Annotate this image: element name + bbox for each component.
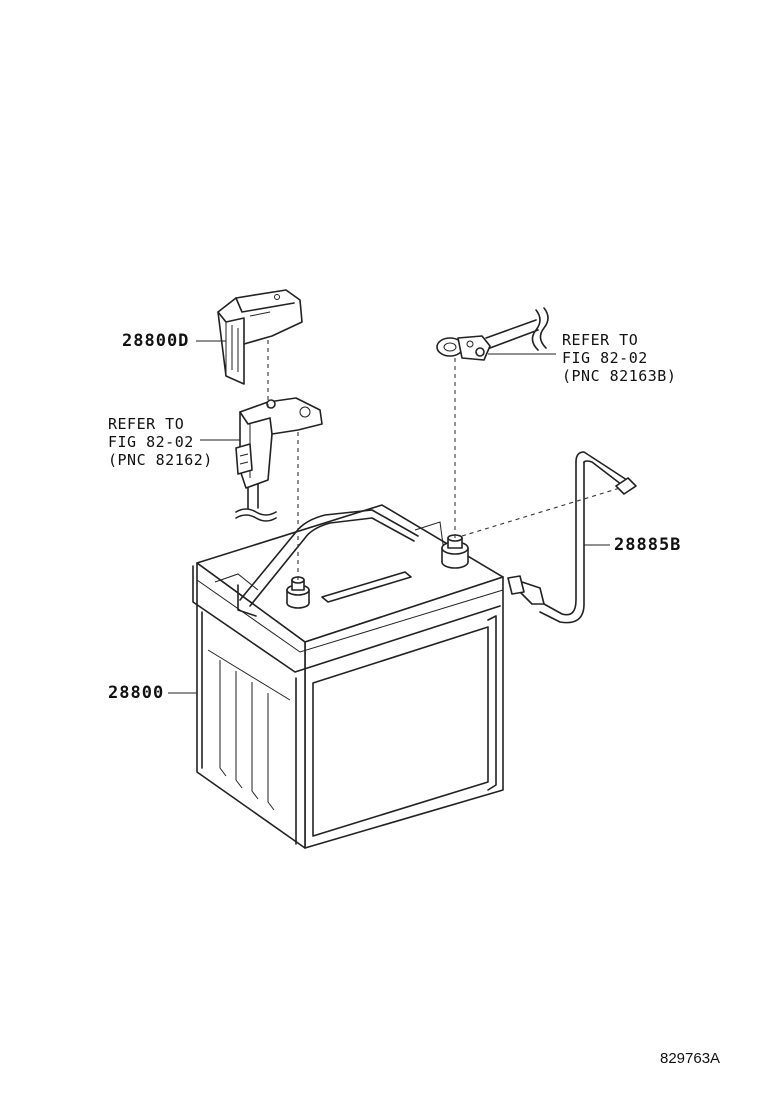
positive-cable-clamp: [436, 307, 549, 361]
negative-cable-clamp: [235, 397, 323, 522]
terminal-cover: [217, 289, 303, 385]
neg-ref-line-1: REFER TO: [108, 415, 185, 433]
neg-ref-line-2: FIG 82-02: [108, 433, 194, 451]
pos-ref-line-2: FIG 82-02: [562, 349, 648, 367]
callout-28800: 28800: [108, 683, 165, 703]
pos-ref-line-3: (PNC 82163B): [562, 367, 677, 385]
callout-28885b: 28885B: [614, 535, 682, 555]
vent-hose: [507, 451, 637, 624]
neg-ref-line-3: (PNC 82162): [108, 451, 213, 469]
callout-28800d: 28800D: [122, 331, 190, 351]
hose-guide-line: [461, 487, 621, 537]
battery: [192, 504, 504, 849]
figure-id: 829763A: [660, 1050, 721, 1067]
pos-ref-line-1: REFER TO: [562, 331, 639, 349]
